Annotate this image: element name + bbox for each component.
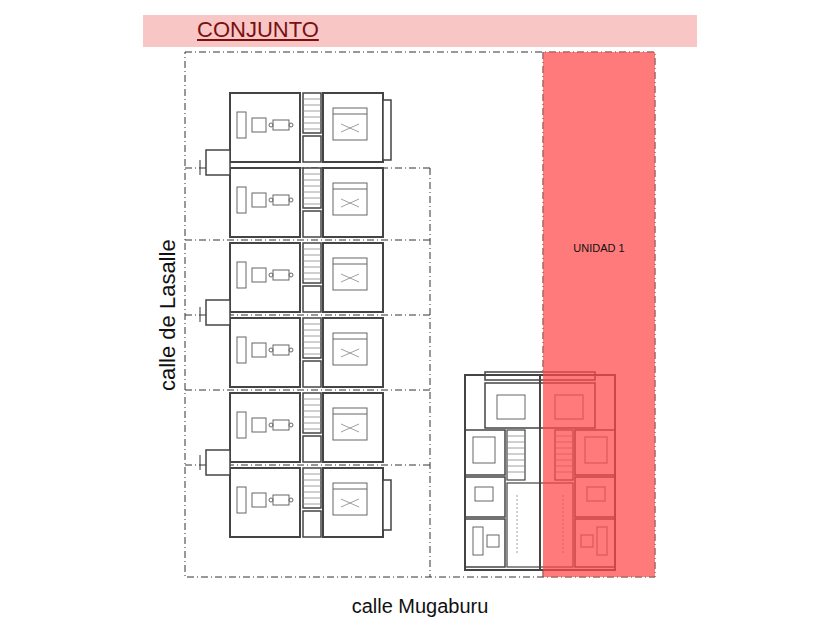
street-name: calle Mugaburu bbox=[352, 594, 489, 618]
unit-label: UNIDAD 1 bbox=[543, 242, 655, 254]
street-name: calle de Lasalle bbox=[155, 239, 181, 391]
row-houses bbox=[206, 93, 391, 537]
unit-area: UNIDAD 1 bbox=[543, 52, 655, 577]
lot-lines bbox=[185, 52, 655, 577]
title-band bbox=[143, 15, 697, 47]
title: CONJUNTO bbox=[197, 16, 319, 44]
